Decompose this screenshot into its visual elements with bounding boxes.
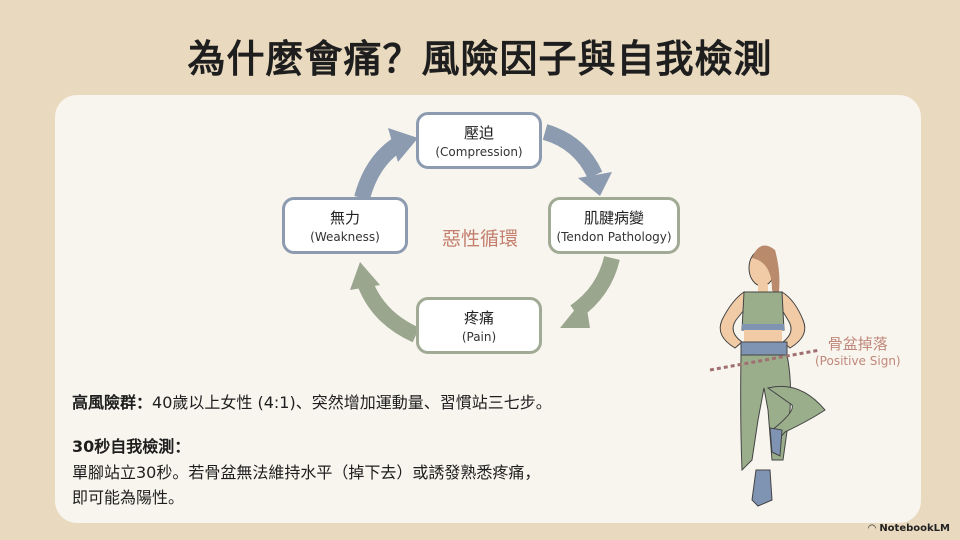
node-label: 壓迫 [463,124,494,142]
vicious-cycle-label: 惡性循環 [441,228,518,250]
node-label: 肌腱病變 [583,209,644,227]
arrow-weakness-to-compression [354,128,418,201]
cycle-node-weakness: 無力 (Weakness) [282,197,408,254]
risk-group: 高風險群：40歲以上女性 (4:1)、突然增加運動量、習慣站三七步。 [72,389,552,413]
cycle-node-pain: 疼痛 (Pain) [416,297,542,354]
arrow-tendon-to-pain [560,255,620,328]
node-sublabel: (Weakness) [310,230,380,244]
node-sublabel: (Compression) [435,145,523,159]
test-label: 30秒自我檢測： [72,437,191,456]
node-sublabel: (Pain) [461,330,497,344]
arrow-compression-to-tendon [542,124,612,196]
notebooklm-logo-icon: ◠ [868,523,880,534]
cycle-node-tendon-pathology: 肌腱病變 (Tendon Pathology) [548,197,680,254]
pelvis-tilt-line [709,348,821,372]
node-label: 疼痛 [463,309,494,327]
node-sublabel: (Tendon Pathology) [556,230,672,244]
risk-label: 高風險群： [72,393,153,412]
test-line-1: 單腳站立30秒。若骨盆無法維持水平（掉下去）或誘發熟悉疼痛， [72,463,541,482]
cycle-node-compression: 壓迫 (Compression) [416,112,542,169]
arrow-pain-to-weakness [350,262,420,343]
notebooklm-watermark: ◠ NotebookLM [868,523,950,534]
positive-sign-label: 骨盆掉落 (Positive Sign) [815,333,901,368]
sign-en: (Positive Sign) [815,354,901,368]
single-leg-stance-figure [709,245,826,507]
node-label: 無力 [329,209,360,227]
risk-text: 40歲以上女性 (4:1)、突然增加運動量、習慣站三七步。 [152,393,552,412]
test-line-2: 即可能為陽性。 [72,488,185,507]
brand-text: NotebookLM [879,523,950,534]
sign-zh: 骨盆掉落 [827,335,888,353]
page-title: 為什麼會痛？風險因子與自我檢測 [187,36,773,81]
